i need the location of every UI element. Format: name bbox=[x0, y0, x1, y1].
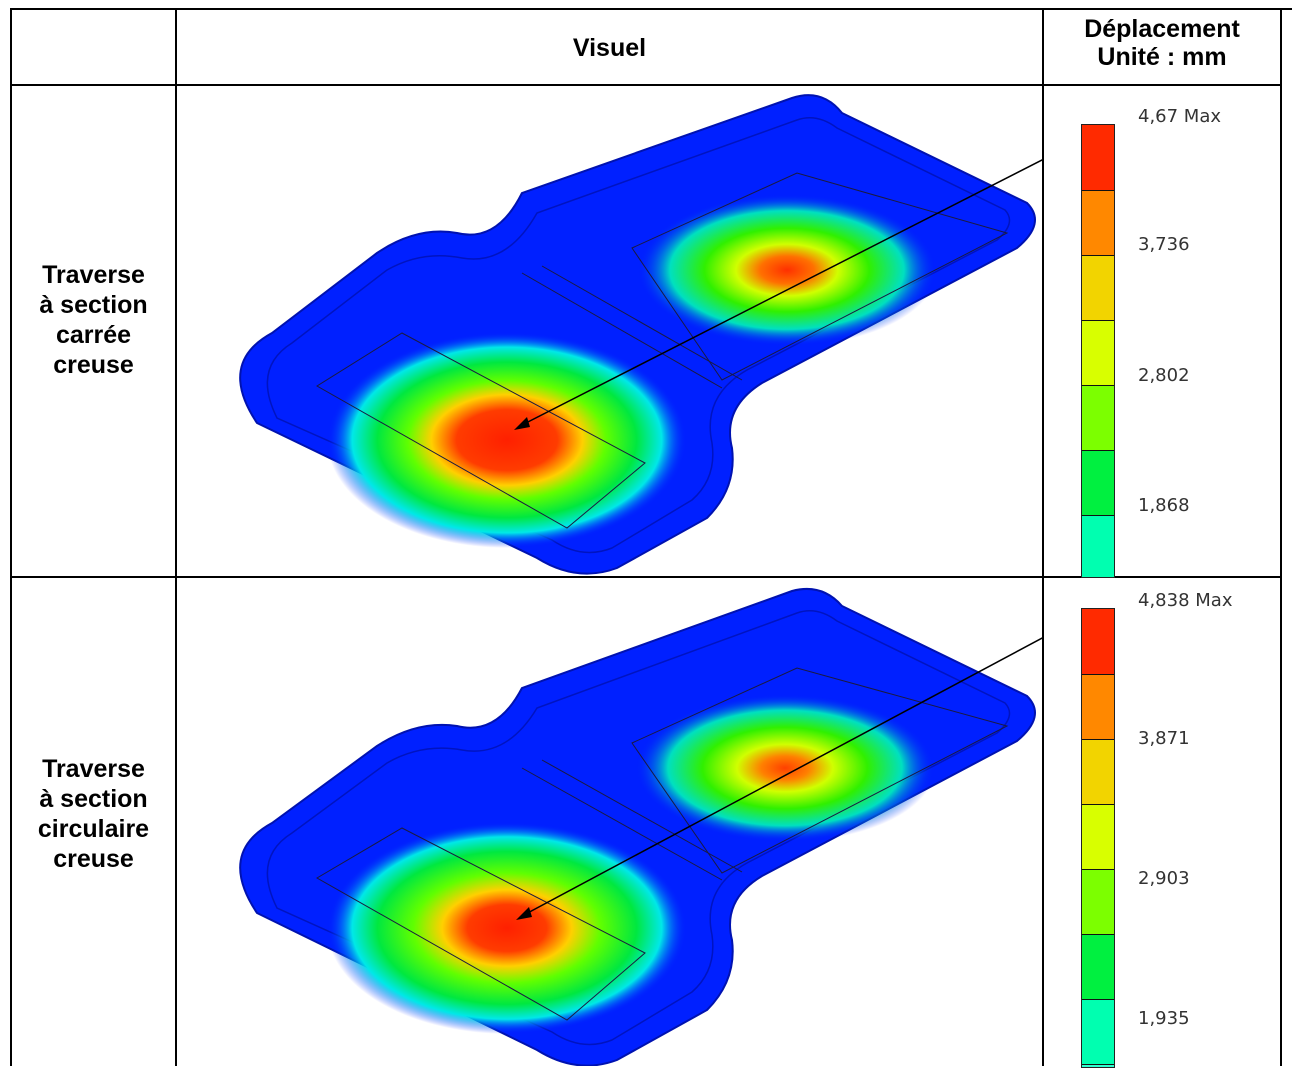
color-band-divider bbox=[1082, 385, 1114, 386]
row-label-line: Traverse bbox=[42, 261, 145, 289]
color-band bbox=[1082, 320, 1114, 385]
color-band bbox=[1082, 674, 1114, 739]
color-band-divider bbox=[1082, 515, 1114, 516]
legend-tick-label: 3,736 bbox=[1138, 234, 1190, 255]
column-divider-1 bbox=[175, 8, 177, 1066]
legend-max-label: 4,838 Max bbox=[1138, 590, 1233, 611]
row-label-line: Traverse bbox=[42, 755, 145, 783]
legend-max-label: 4,67 Max bbox=[1138, 106, 1222, 127]
legend-header-line2: Unité : mm bbox=[1097, 43, 1227, 71]
legend-header-line1: Déplacement bbox=[1084, 15, 1240, 43]
table-border-right bbox=[1280, 8, 1282, 1066]
table-border-left bbox=[10, 8, 12, 1066]
color-band-divider bbox=[1082, 934, 1114, 935]
color-band bbox=[1082, 739, 1114, 804]
fea-visual-square bbox=[177, 86, 1042, 576]
legend-tick-label: 1,868 bbox=[1138, 495, 1190, 516]
row-label-square: Traverse à section carrée creuse bbox=[12, 260, 175, 380]
legend-square: 4,67 Max 3,736 2,802 1,868 bbox=[1044, 86, 1280, 578]
color-band-divider bbox=[1082, 320, 1114, 321]
row-label-line: carrée bbox=[55, 321, 132, 349]
row-label-line: creuse bbox=[53, 845, 134, 873]
legend-tick-label: 3,871 bbox=[1138, 728, 1190, 749]
color-band-divider bbox=[1082, 999, 1114, 1000]
color-band-divider bbox=[1082, 674, 1114, 675]
legend-tick-label: 2,802 bbox=[1138, 365, 1190, 386]
color-band-divider bbox=[1082, 190, 1114, 191]
color-band bbox=[1082, 804, 1114, 869]
color-band-divider bbox=[1082, 450, 1114, 451]
row-label-line: à section bbox=[39, 785, 148, 813]
color-scale-bar bbox=[1081, 124, 1115, 578]
legend-tick-label: 1,935 bbox=[1138, 1008, 1190, 1029]
legend-circular: 4,838 Max 3,871 2,903 1,935 bbox=[1044, 578, 1280, 1068]
fea-plot-circular bbox=[239, 587, 1042, 1066]
row-divider bbox=[10, 576, 1282, 578]
column-divider-2 bbox=[1042, 8, 1044, 1066]
color-band-divider bbox=[1082, 869, 1114, 870]
table-border-top bbox=[10, 8, 1292, 10]
header-divider bbox=[10, 84, 1282, 86]
color-band-divider bbox=[1082, 1064, 1114, 1065]
color-band bbox=[1082, 385, 1114, 450]
visual-column-header: Visuel bbox=[572, 34, 647, 62]
color-band bbox=[1082, 450, 1114, 515]
results-table: Visuel Déplacement Unité : mm Traverse à… bbox=[10, 8, 1292, 1068]
color-band bbox=[1082, 190, 1114, 255]
row-label-circular: Traverse à section circulaire creuse bbox=[12, 754, 175, 874]
color-band bbox=[1082, 609, 1114, 674]
color-band bbox=[1082, 515, 1114, 577]
fea-visual-circular bbox=[177, 578, 1042, 1066]
row-label-line: creuse bbox=[53, 351, 134, 379]
legend-tick-label: 2,903 bbox=[1138, 868, 1190, 889]
color-band bbox=[1082, 125, 1114, 190]
row-label-line: à section bbox=[39, 291, 148, 319]
color-band bbox=[1082, 934, 1114, 999]
color-scale-bar bbox=[1081, 608, 1115, 1068]
color-band-divider bbox=[1082, 255, 1114, 256]
legend-column-header: Déplacement Unité : mm bbox=[1044, 15, 1280, 71]
color-band bbox=[1082, 255, 1114, 320]
fea-plot-square bbox=[239, 94, 1042, 575]
color-band bbox=[1082, 999, 1114, 1064]
color-band bbox=[1082, 869, 1114, 934]
color-band-divider bbox=[1082, 804, 1114, 805]
color-band-divider bbox=[1082, 739, 1114, 740]
row-label-line: circulaire bbox=[37, 815, 150, 843]
